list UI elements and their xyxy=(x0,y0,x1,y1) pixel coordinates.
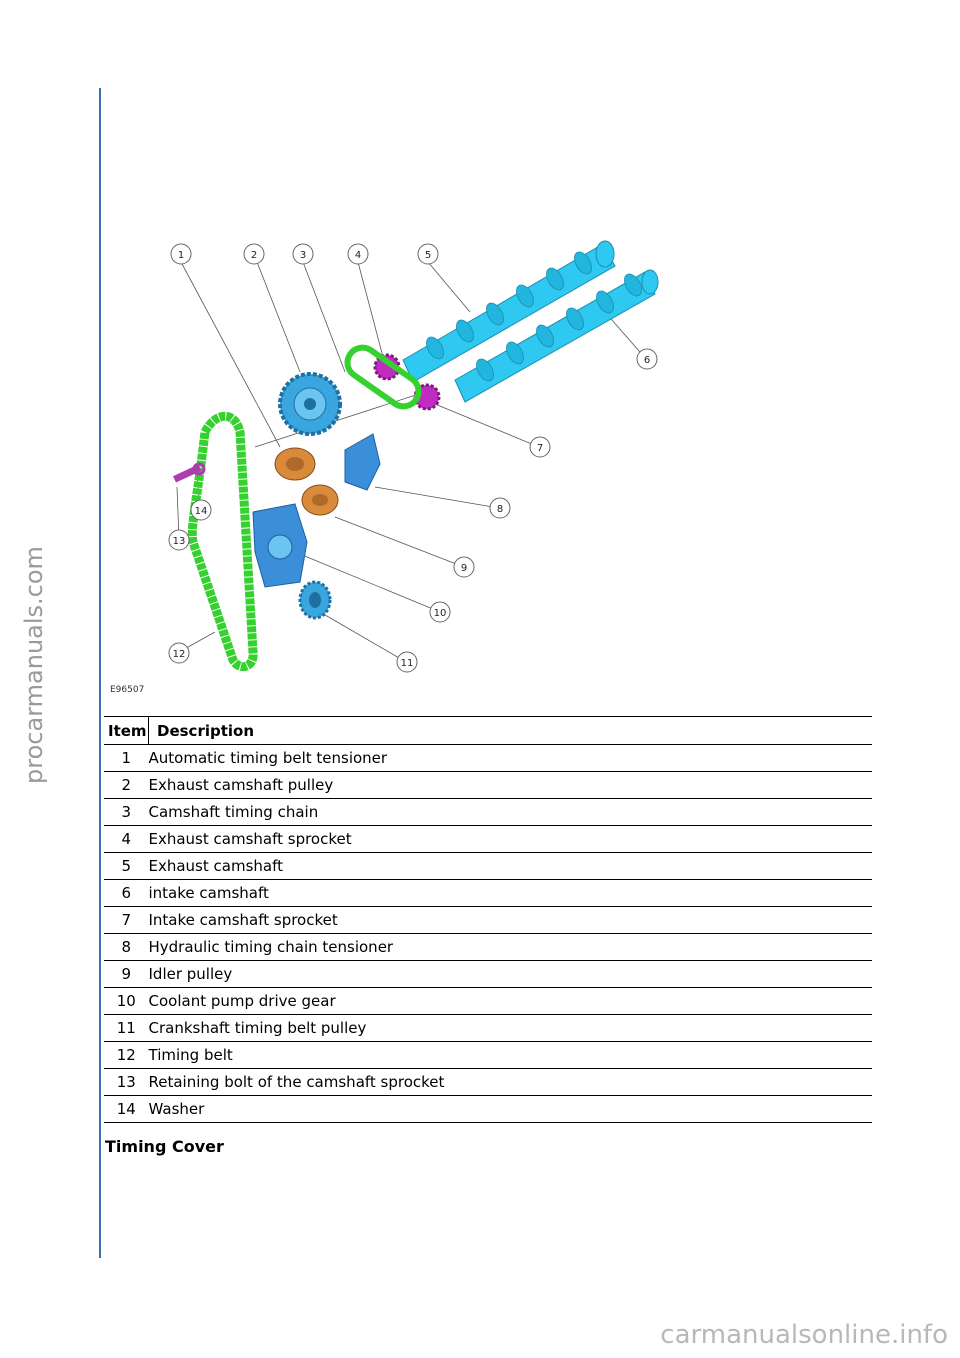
svg-text:6: 6 xyxy=(644,355,650,366)
svg-text:7: 7 xyxy=(537,443,543,454)
table-header-row: Item Description xyxy=(104,716,872,745)
callout-3: 3 xyxy=(292,243,314,265)
retaining-bolt-and-washer xyxy=(173,462,206,483)
page-margin-line xyxy=(99,88,101,1258)
item-description: Intake camshaft sprocket xyxy=(148,906,872,934)
callout-4: 4 xyxy=(347,243,369,265)
callout-markers: 1 2 3 4 5 6 7 8 9 10 11 12 13 14 xyxy=(168,243,658,673)
figure-id-label: E96507 xyxy=(110,685,144,695)
svg-text:4: 4 xyxy=(355,250,361,261)
svg-text:12: 12 xyxy=(173,649,186,660)
item-description: Coolant pump drive gear xyxy=(148,987,872,1015)
item-number: 12 xyxy=(104,1041,149,1069)
svg-text:9: 9 xyxy=(461,563,467,574)
item-description: Exhaust camshaft xyxy=(148,852,872,880)
svg-text:10: 10 xyxy=(434,608,447,619)
callout-9: 9 xyxy=(453,556,475,578)
item-number: 5 xyxy=(104,852,149,880)
timing-belt xyxy=(187,411,258,672)
item-number: 1 xyxy=(104,744,149,772)
item-number: 14 xyxy=(104,1095,149,1123)
callout-8: 8 xyxy=(489,497,511,519)
callout-2: 2 xyxy=(243,243,265,265)
item-description: Automatic timing belt tensioner xyxy=(148,744,872,772)
svg-text:2: 2 xyxy=(251,250,257,261)
svg-text:8: 8 xyxy=(497,504,503,515)
item-number: 10 xyxy=(104,987,149,1015)
side-watermark: procarmanuals.com xyxy=(20,546,48,784)
item-description: Crankshaft timing belt pulley xyxy=(148,1014,872,1042)
header-description: Description xyxy=(148,716,872,745)
item-number: 13 xyxy=(104,1068,149,1096)
exhaust-camshaft xyxy=(402,240,616,383)
svg-text:5: 5 xyxy=(425,250,431,261)
item-number: 6 xyxy=(104,879,149,907)
callout-13: 13 xyxy=(168,529,190,551)
item-description: Hydraulic timing chain tensioner xyxy=(148,933,872,961)
callout-12: 12 xyxy=(168,642,190,664)
callout-5: 5 xyxy=(417,243,439,265)
callout-10: 10 xyxy=(429,601,451,623)
item-number: 2 xyxy=(104,771,149,799)
intake-camshaft xyxy=(454,269,659,403)
bottom-watermark: carmanualsonline.info xyxy=(660,1320,948,1350)
item-description: Exhaust camshaft pulley xyxy=(148,771,872,799)
callout-14: 14 xyxy=(190,499,212,521)
callout-7: 7 xyxy=(529,436,551,458)
item-number: 9 xyxy=(104,960,149,988)
item-number: 7 xyxy=(104,906,149,934)
item-description: Timing belt xyxy=(148,1041,872,1069)
header-item: Item xyxy=(104,716,149,745)
crankshaft-timing-belt-pulley xyxy=(298,580,332,620)
callout-11: 11 xyxy=(396,651,418,673)
svg-text:11: 11 xyxy=(401,658,414,669)
item-description: Camshaft timing chain xyxy=(148,798,872,826)
item-number: 4 xyxy=(104,825,149,853)
timing-components-illustration: 1 2 3 4 5 6 7 8 9 10 11 12 13 14 E96507 xyxy=(105,232,685,702)
svg-text:13: 13 xyxy=(173,536,186,547)
section-heading: Timing Cover xyxy=(105,1137,224,1156)
hydraulic-timing-chain-tensioner xyxy=(344,433,381,491)
item-description: intake camshaft xyxy=(148,879,872,907)
idler-pulley xyxy=(301,484,339,516)
svg-text:1: 1 xyxy=(178,250,184,261)
callout-1: 1 xyxy=(170,243,192,265)
item-number: 3 xyxy=(104,798,149,826)
coolant-pump-drive-gear xyxy=(252,503,308,588)
item-description: Exhaust camshaft sprocket xyxy=(148,825,872,853)
callout-6: 6 xyxy=(636,348,658,370)
item-number: 11 xyxy=(104,1014,149,1042)
item-number: 8 xyxy=(104,933,149,961)
camshaft-timing-chain xyxy=(344,344,422,410)
item-description: Washer xyxy=(148,1095,872,1123)
automatic-timing-belt-tensioner xyxy=(274,447,316,481)
svg-text:3: 3 xyxy=(300,250,306,261)
svg-text:14: 14 xyxy=(195,506,208,517)
item-description: Retaining bolt of the camshaft sprocket xyxy=(148,1068,872,1096)
item-description: Idler pulley xyxy=(148,960,872,988)
exhaust-camshaft-pulley xyxy=(278,372,342,436)
